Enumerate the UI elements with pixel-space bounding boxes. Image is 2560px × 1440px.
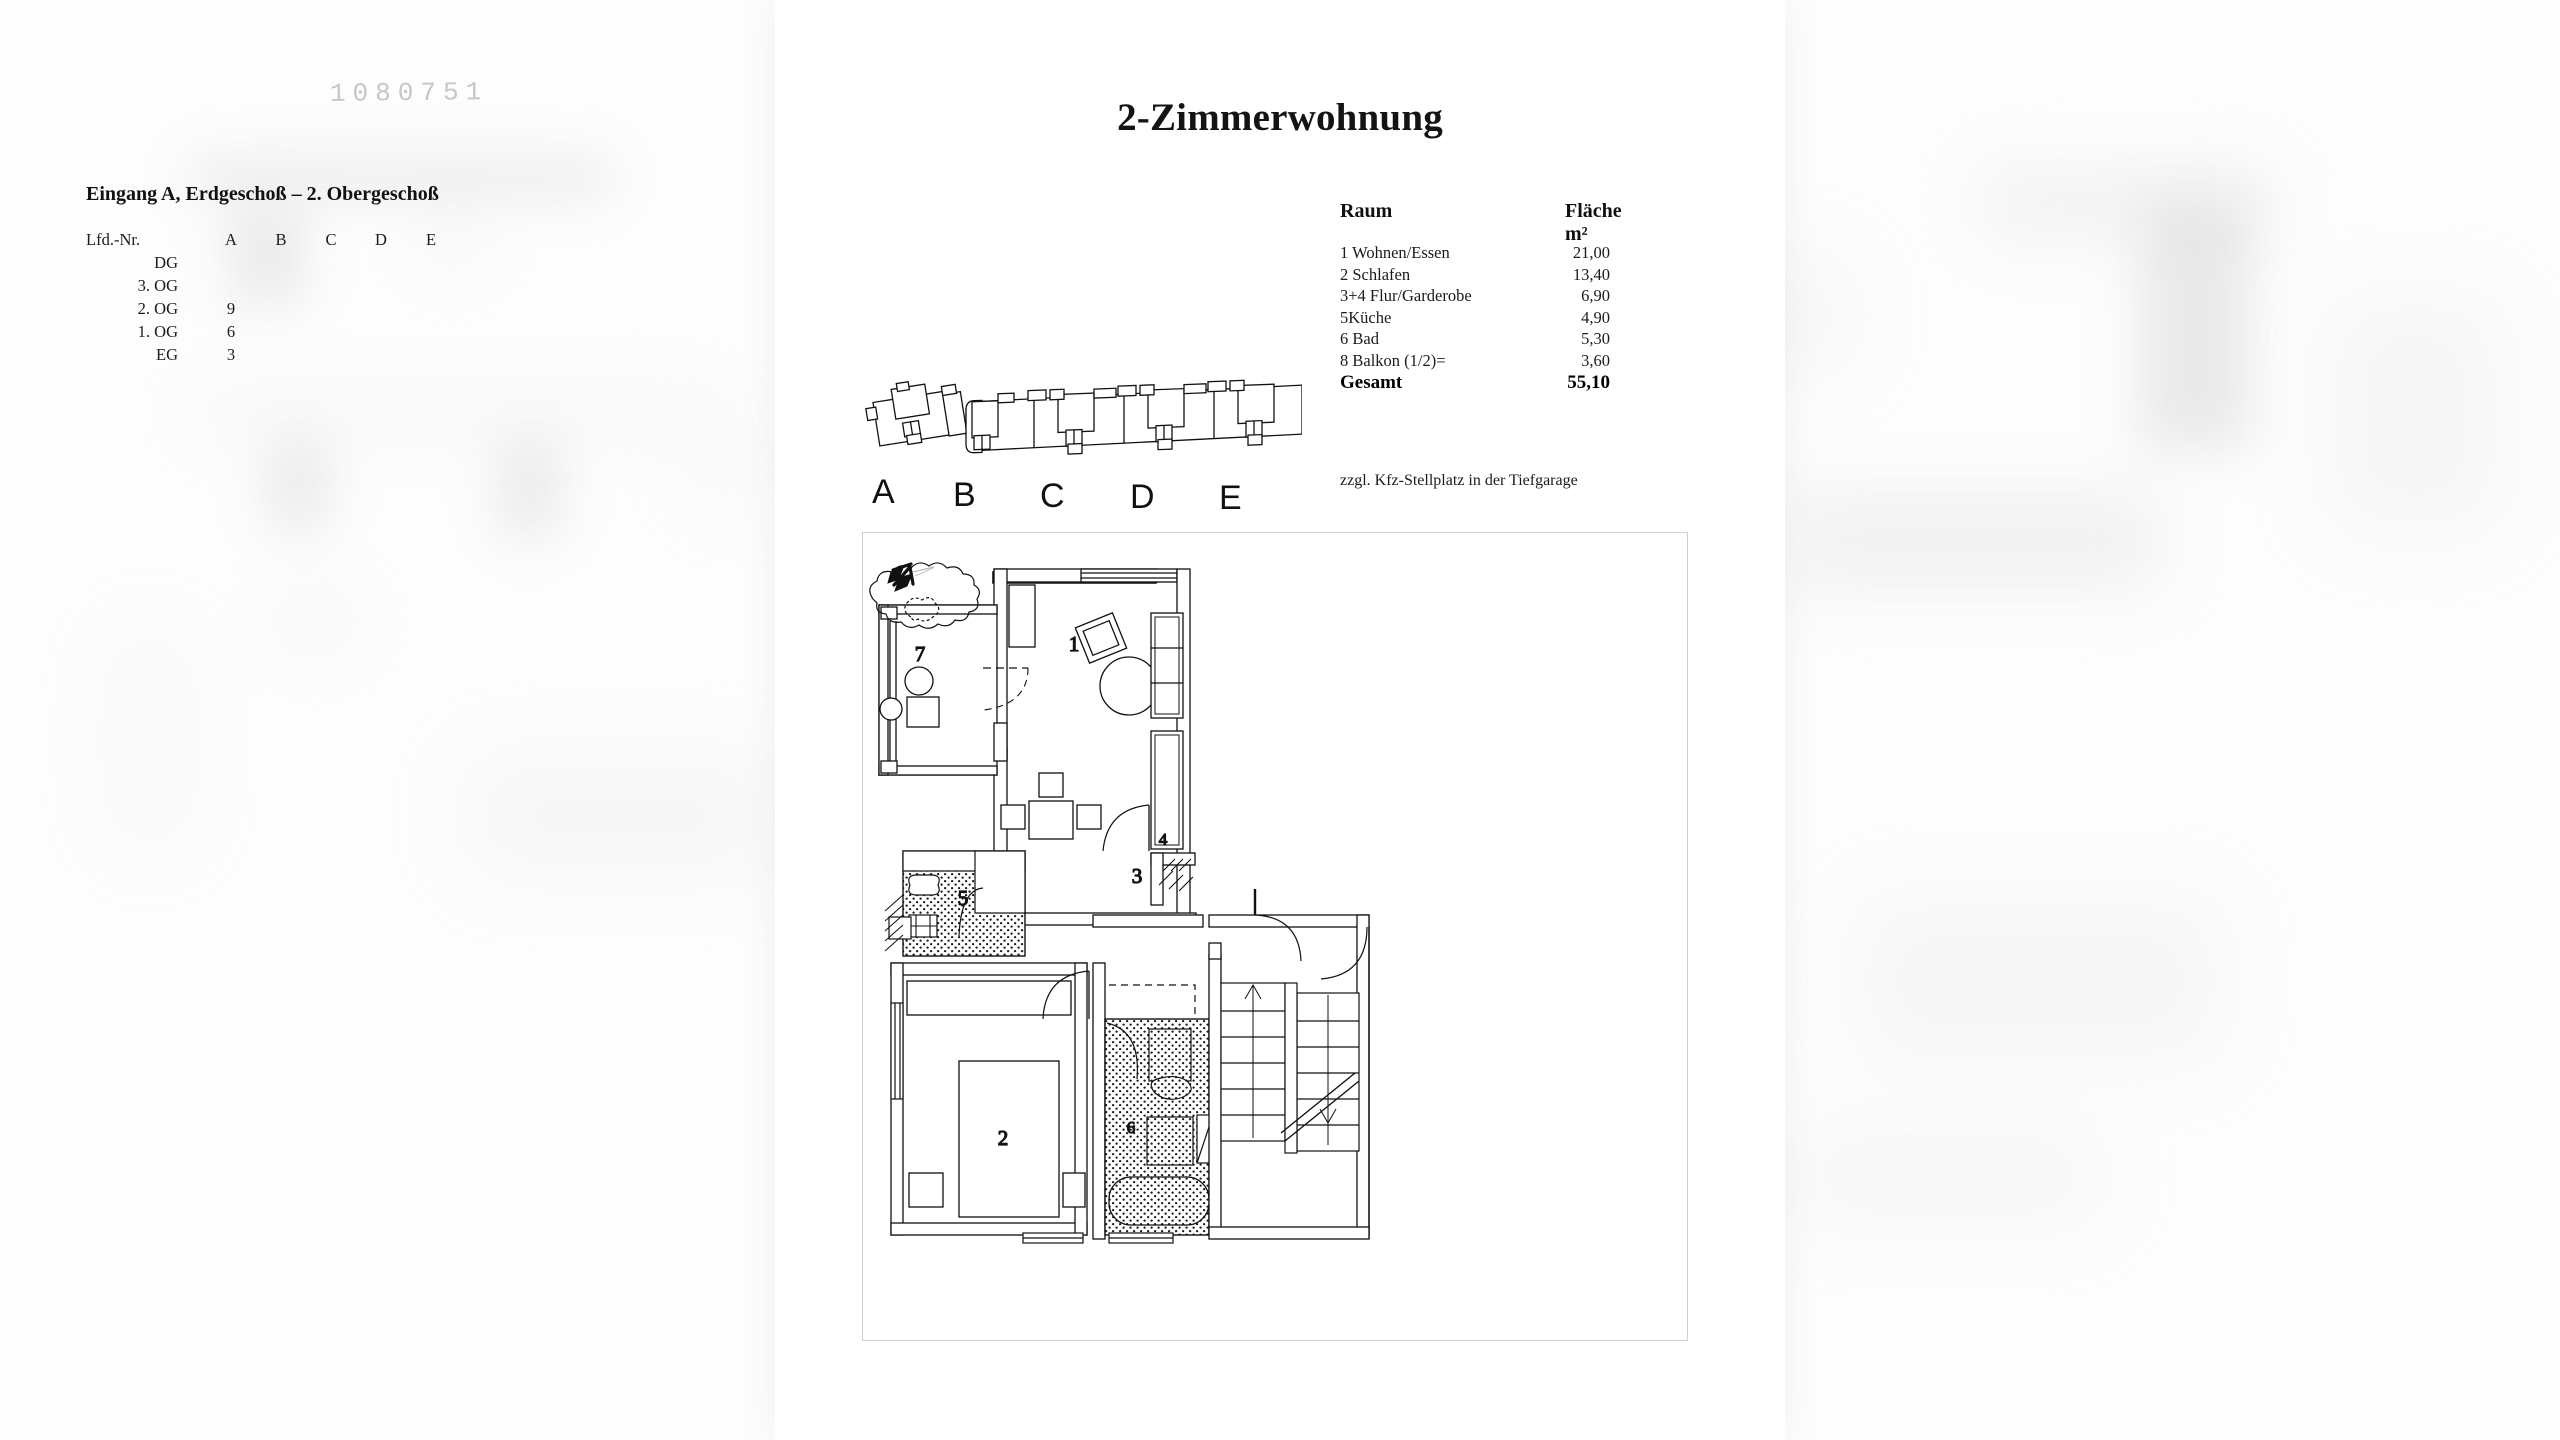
table-row: EG 3 xyxy=(86,343,456,366)
room-label-7: 7 xyxy=(915,642,926,666)
site-label-e: E xyxy=(1219,479,1242,517)
area-room-value: 21,00 xyxy=(1572,243,1610,262)
unit-cell-a xyxy=(206,274,256,297)
apartment-floor-plan-drawing: 7 xyxy=(869,562,1370,1244)
unit-cell-d xyxy=(356,343,406,366)
area-total-label: Gesamt xyxy=(1340,372,1403,393)
unit-cell-e xyxy=(406,343,456,366)
unit-table-header-row: Lfd.-Nr. A B C D E xyxy=(86,228,456,251)
table-row: 3. OG xyxy=(86,274,456,297)
unit-row-floor: EG xyxy=(156,344,178,364)
room-label-2: 2 xyxy=(998,1126,1009,1150)
site-plan-diagram: A B C D E xyxy=(862,378,1302,528)
unit-cell-b xyxy=(256,274,306,297)
site-label-a: A xyxy=(872,473,895,511)
unit-cell-e xyxy=(406,274,456,297)
unit-cell-e xyxy=(406,297,456,320)
area-room-value: 5,30 xyxy=(1581,329,1610,348)
site-label-b: B xyxy=(953,476,976,514)
floor-plan-frame: 7 xyxy=(862,532,1688,1341)
room-label-3: 3 xyxy=(1132,864,1143,888)
unit-cell-b xyxy=(256,251,306,274)
unit-cell-a: 6 xyxy=(226,321,236,341)
unit-cell-d xyxy=(356,274,406,297)
unit-table-col-d: D xyxy=(375,229,387,249)
room-label-6: 6 xyxy=(1127,1118,1136,1137)
table-row: 1. OG 6 xyxy=(86,320,456,343)
unit-cell-c xyxy=(306,297,356,320)
unit-cell-d xyxy=(356,320,406,343)
garage-note: zzgl. Kfz-Stellplatz in der Tiefgarage xyxy=(1340,472,1578,489)
room-label-5: 5 xyxy=(958,886,969,910)
area-room-value: 4,90 xyxy=(1581,307,1610,327)
unit-row-floor: 2. OG xyxy=(137,298,178,318)
unit-cell-c xyxy=(306,320,356,343)
area-room-name: 2 Schlafen xyxy=(1340,264,1411,284)
unit-cell-b xyxy=(256,297,306,320)
unit-cell-d xyxy=(356,297,406,320)
unit-cell-b xyxy=(256,320,306,343)
unit-cell-a: 3 xyxy=(226,344,236,364)
site-label-c: C xyxy=(1040,477,1065,515)
unit-cell-d xyxy=(356,251,406,274)
unit-table-col-c: C xyxy=(325,229,337,249)
area-room-name: 3+4 Flur/Garderobe xyxy=(1340,286,1472,305)
unit-row-floor: DG xyxy=(154,252,178,272)
building-block-diagram-icon xyxy=(865,379,1302,455)
table-row: DG xyxy=(86,251,456,274)
room-label-1: 1 xyxy=(1069,632,1080,656)
unit-cell-a xyxy=(206,251,256,274)
unit-cell-c xyxy=(306,343,356,366)
unit-cell-c xyxy=(306,274,356,297)
area-header-area: Fläche m² xyxy=(1565,200,1622,245)
unit-table-col-e: E xyxy=(425,229,437,249)
area-total-value: 55,10 xyxy=(1567,372,1610,393)
unit-cell-c xyxy=(306,251,356,274)
area-room-name: 1 Wohnen/Essen xyxy=(1340,243,1450,262)
unit-cell-b xyxy=(256,343,306,366)
site-label-d: D xyxy=(1130,478,1155,516)
unit-row-floor: 3. OG xyxy=(137,275,178,295)
area-header-room: Raum xyxy=(1340,200,1393,222)
entrance-floor-subtitle: Eingang A, Erdgeschoß – 2. Obergeschoß xyxy=(86,183,439,205)
area-room-value: 6,90 xyxy=(1581,286,1610,305)
unit-cell-e xyxy=(406,320,456,343)
unit-number-table: Lfd.-Nr. A B C D E DG 3. OG xyxy=(86,228,456,366)
area-room-value: 13,40 xyxy=(1572,264,1610,284)
area-room-name: 5Küche xyxy=(1340,307,1392,327)
unit-cell-e xyxy=(406,251,456,274)
unit-row-floor: 1. OG xyxy=(137,321,178,341)
area-room-value: 3,60 xyxy=(1581,350,1610,370)
unit-table-col-b: B xyxy=(275,229,287,249)
unit-table-col-a: A xyxy=(225,229,237,249)
table-row: 2. OG 9 xyxy=(86,297,456,320)
unit-table-header-label: Lfd.-Nr. xyxy=(86,229,141,249)
unit-cell-a: 9 xyxy=(226,298,236,318)
area-room-name: 8 Balkon (1/2)= xyxy=(1340,350,1446,370)
page-title: 2-Zimmerwohnung xyxy=(1117,96,1443,139)
room-label-4: 4 xyxy=(1159,830,1168,849)
area-room-name: 6 Bad xyxy=(1340,329,1379,348)
